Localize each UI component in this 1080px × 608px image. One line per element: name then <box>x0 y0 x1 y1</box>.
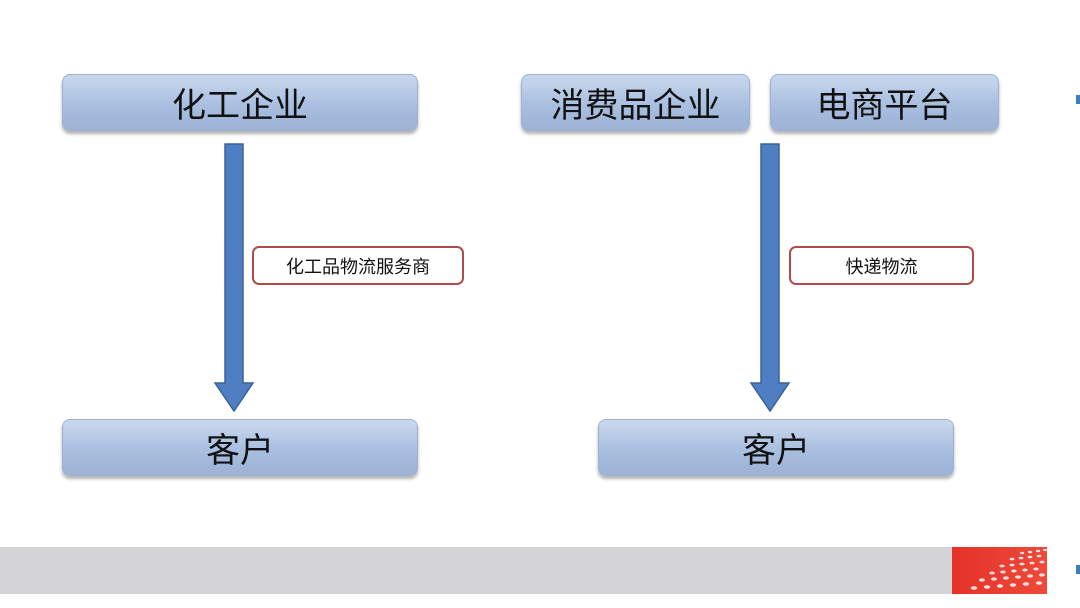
label-chemical-logistics-provider: 化工品物流服务商 <box>252 246 464 285</box>
node-ecommerce-platform-text: 电商平台 <box>816 86 953 126</box>
left-flow-arrow-shape <box>213 143 255 413</box>
dotted-logo-icon <box>952 547 1047 594</box>
left-flow-arrow <box>213 143 255 413</box>
label-express-logistics-text: 快递物流 <box>845 256 918 278</box>
right-flow-arrow-shape <box>749 143 791 413</box>
node-consumer-goods-enterprise-text: 消费品企业 <box>550 86 721 126</box>
right-flow-arrow <box>749 143 791 413</box>
label-chemical-logistics-provider-text: 化工品物流服务商 <box>286 256 430 278</box>
node-chemical-enterprise-text: 化工企业 <box>172 86 308 126</box>
node-ecommerce-platform: 电商平台 <box>770 74 999 131</box>
node-customer-right-text: 客户 <box>742 431 810 471</box>
footer-bar <box>0 547 955 594</box>
node-consumer-goods-enterprise: 消费品企业 <box>521 74 750 131</box>
node-customer-right: 客户 <box>598 419 954 476</box>
node-customer-left: 客户 <box>62 419 418 476</box>
label-express-logistics: 快递物流 <box>789 246 974 285</box>
node-chemical-enterprise: 化工企业 <box>62 74 418 131</box>
node-customer-left-text: 客户 <box>206 431 274 471</box>
edge-mark-bottom <box>1076 565 1080 574</box>
edge-mark-top <box>1076 95 1080 104</box>
